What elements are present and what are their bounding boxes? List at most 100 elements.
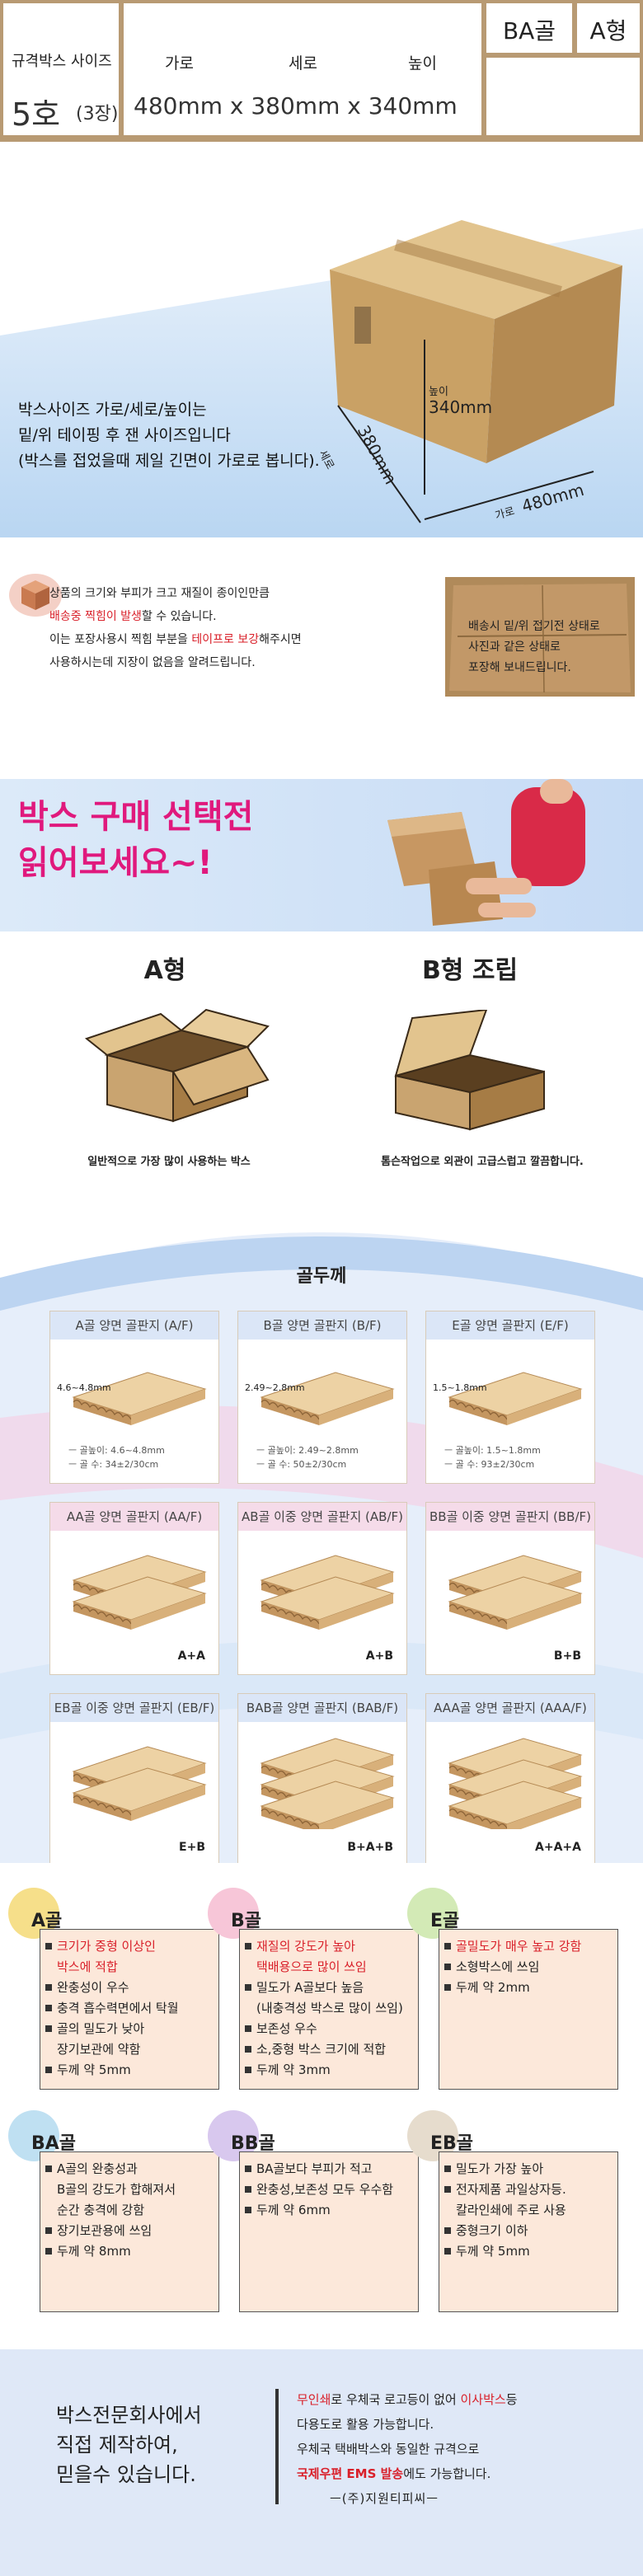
flute-name: E골	[430, 1911, 460, 1931]
flute-feature-item: 장기보관에 약함	[57, 2042, 141, 2057]
dim-label-depth: 세로	[289, 54, 317, 73]
flute-thickness-label: 1.5~1.8mm	[433, 1382, 487, 1393]
notice-text-part: 할 수 있습니다.	[141, 610, 217, 623]
flute-card-title: E골 양면 골판지 (E/F)	[426, 1311, 594, 1340]
banner-title: 박스 구매 선택전 읽어보세요~!	[18, 794, 253, 886]
flute-feature-item: BA골보다 부피가 적고	[245, 2159, 413, 2180]
corrugated-board-illustration	[260, 1372, 395, 1425]
size-section-bg	[0, 220, 643, 537]
box-illustration	[330, 220, 622, 463]
flute-feature-item: 중형크기 이하	[444, 2221, 612, 2241]
flute-feature-item: 밀도가 가장 높아	[444, 2159, 612, 2180]
type-b-caption: 톰슨작업으로 외관이 고급스럽고 깔끔합니다.	[381, 1156, 584, 1168]
flute-feature-item: 두께 약 6mm	[245, 2200, 413, 2221]
flute-feature-item: 박스에 적합	[57, 1959, 118, 1974]
folded-box-shape	[449, 584, 631, 693]
photo-caption: 배송시 밑/위 접기전 상태로 사진과 같은 상태로 포장해 보내드립니다.	[468, 617, 600, 678]
flute-feature-item: 완충성,보존성 모두 우수함	[245, 2180, 413, 2200]
footer-line2: 다용도로 활용 가능합니다.	[297, 2417, 434, 2432]
footer-text-part: 등	[505, 2392, 518, 2407]
flute-spec: ㅡ 골높이: 4.6~4.8mm	[68, 1445, 165, 1456]
corrugated-board-illustration	[72, 1372, 207, 1425]
footer-highlight: 무인쇄	[297, 2392, 331, 2407]
footer-line1: 무인쇄로 우체국 로고등이 없어 이사박스등	[297, 2387, 518, 2412]
folded-box-photo: 배송시 밑/위 접기전 상태로 사진과 같은 상태로 포장해 보내드립니다.	[445, 577, 635, 697]
flute-feature-item: 완충성이 우수	[45, 1978, 214, 1998]
type-a-box-icon	[84, 1008, 270, 1123]
flute-feature-item: 밀도가 A골보다 높음	[245, 1978, 413, 1998]
flute-combination-label: A+B	[365, 1649, 393, 1663]
type-b-box-icon	[394, 1010, 545, 1131]
flute-feature-item: 소,중형 박스 크기에 적합	[245, 2039, 413, 2060]
flute-feature-item: 크기가 중형 이상인	[45, 1936, 214, 1957]
flute-card-title: B골 양면 골판지 (B/F)	[238, 1311, 406, 1340]
flute-card: AAA골 양면 골판지 (AAA/F) A+A+A	[425, 1693, 595, 1863]
size-section: 박스사이즈 가로/세로/높이는 밑/위 테이핑 후 잰 사이즈입니다 (박스를 …	[0, 142, 643, 537]
flute-feature-item: 택배용으로 많이 쓰임	[256, 1959, 367, 1974]
flute-combination-label: B+A+B	[347, 1841, 393, 1854]
flute-name: EB골	[430, 2133, 474, 2154]
flute-combination-label: B+B	[553, 1649, 581, 1663]
dimensions-box: 가로 세로 높이 480mm x 380mm x 340mm	[124, 3, 481, 135]
flute-feature-item: 충격 흡수력면에서 탁월	[45, 1998, 214, 2019]
dimensions-value: 480mm x 380mm x 340mm	[134, 92, 458, 120]
header-label: 규격박스 사이즈	[12, 53, 112, 70]
footer-highlight: 국제우편 EMS 발송	[297, 2466, 404, 2481]
notice-section: 상품의 크기와 부피가 크고 재질이 종이인만큼 배송중 찍힘이 발생할 수 있…	[0, 544, 643, 742]
flute-name: BB골	[231, 2133, 275, 2154]
flute-combination-label: A+A+A	[535, 1841, 581, 1854]
corrugated-board-illustration	[72, 1746, 207, 1821]
box-types: A형 B형 조립 일반적으로 가장 많이 사용하는 박스 톰슨작업으로 외관이 …	[0, 940, 643, 1187]
flute-spec: ㅡ 골 수: 93±2/30cm	[444, 1459, 535, 1470]
notice-text-part: 해주시면	[259, 633, 302, 646]
flute-box: BA골	[486, 3, 572, 53]
size-description: 박스사이즈 가로/세로/높이는 밑/위 테이핑 후 잰 사이즈입니다 (박스를 …	[18, 397, 320, 474]
flute-card-title: AAA골 양면 골판지 (AAA/F)	[426, 1694, 594, 1722]
photo-caption-line: 포장해 보내드립니다.	[468, 661, 571, 674]
flute-feature-item: 보존성 우수	[245, 2019, 413, 2039]
delivery-person-illustration	[387, 779, 585, 926]
flute-thickness-label: 4.6~4.8mm	[57, 1382, 111, 1393]
type-b-title: B형 조립	[421, 956, 519, 985]
banner-line: 박스 구매 선택전	[18, 798, 254, 836]
footer: 박스전문회사에서 직접 제작하여, 믿을수 있습니다. 무인쇄로 우체국 로고등…	[0, 2349, 643, 2576]
flute-feature-item: A골의 완충성과	[45, 2159, 214, 2180]
flute-card: BAB골 양면 골판지 (BAB/F)B+A+B	[237, 1693, 407, 1863]
flute-feature-item: 칼라인쇄에 주로 사용	[456, 2203, 566, 2217]
flute-feature-item: 장기보관용에 쓰임	[45, 2221, 214, 2241]
flute-spec: ㅡ 골 수: 34±2/30cm	[68, 1459, 159, 1470]
flute-card: A골 양면 골판지 (A/F) 4.6~4.8mm ㅡ 골높이: 4.6~4.8mm…	[49, 1311, 219, 1484]
height-label: 높이	[429, 386, 448, 398]
flute-combination-label: A+A	[177, 1649, 205, 1663]
type-box: A형	[577, 3, 640, 53]
size-number: 5호	[12, 96, 61, 133]
corrugated-board-illustration	[260, 1738, 395, 1829]
flute-spec: ㅡ 골높이: 2.49~2.8mm	[256, 1445, 359, 1456]
footer-line4: 국제우편 EMS 발송에도 가능합니다.	[297, 2461, 518, 2486]
notice-line4: 사용하시는데 지장이 없음을 알려드립니다.	[49, 656, 256, 669]
size-header: 규격박스 사이즈 5호 (3장) 가로 세로 높이 480mm x 380mm …	[0, 0, 643, 142]
footer-highlight: 이사박스	[460, 2392, 506, 2407]
banner-line: 읽어보세요~!	[18, 844, 213, 882]
flute-name: A골	[31, 1911, 63, 1931]
flute-card: AB골 이중 양면 골판지 (AB/F)A+B	[237, 1502, 407, 1675]
corrugated-board-illustration	[72, 1555, 207, 1630]
flute-name: BA골	[31, 2133, 77, 2154]
type-a-caption: 일반적으로 가장 많이 사용하는 박스	[87, 1156, 251, 1168]
footer-left-text: 박스전문회사에서 직접 제작하여, 믿을수 있습니다.	[56, 2400, 202, 2489]
footer-left-line: 믿을수 있습니다.	[56, 2463, 196, 2486]
flute-card-title: A골 양면 골판지 (A/F)	[50, 1311, 218, 1340]
size-desc-line: 밑/위 테이핑 후 잰 사이즈입니다	[18, 426, 231, 444]
flute-feature-item: 골의 밀도가 낮아	[45, 2019, 214, 2039]
flute-feature-item: 전자제품 과일상자등.	[444, 2180, 612, 2200]
size-desc-line: (박스를 접었을때 제일 긴면이 가로로 봅니다).	[18, 452, 320, 470]
corrugated-board-illustration	[448, 1555, 583, 1630]
empty-box	[486, 58, 640, 135]
